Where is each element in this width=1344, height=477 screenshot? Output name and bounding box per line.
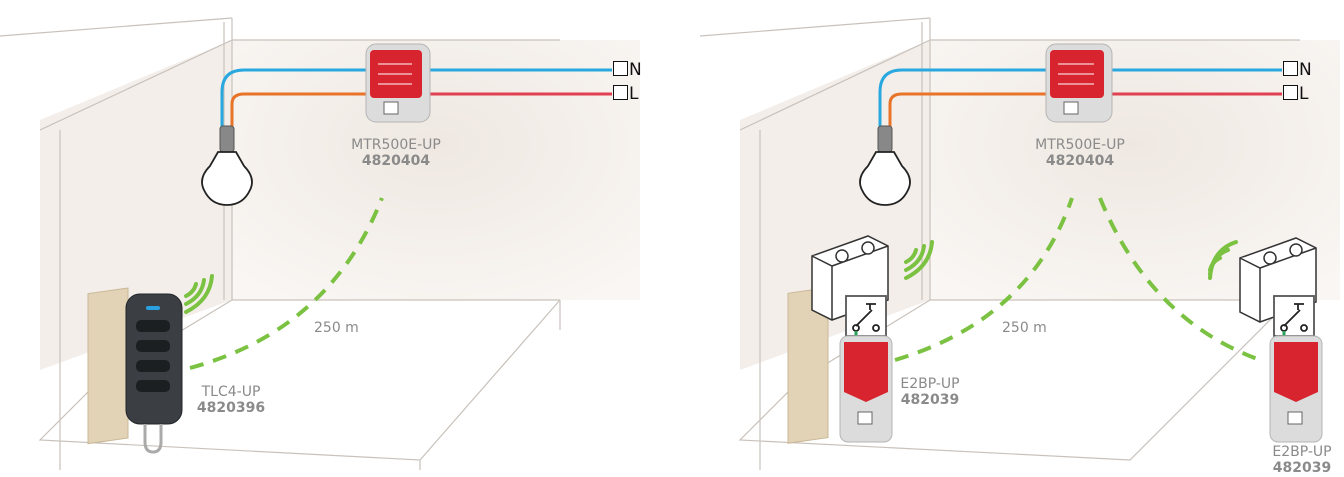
switch-symbol-icon	[846, 296, 886, 340]
transmitter-code: 482039	[888, 392, 972, 408]
transmitter-code: 482039	[1262, 460, 1342, 476]
switch-symbol-icon	[1274, 296, 1314, 340]
terminal-live: L	[613, 85, 638, 102]
transmitter-device	[1270, 336, 1322, 442]
receiver-device	[366, 44, 430, 122]
remote-code: 4820396	[186, 400, 276, 416]
left-door	[88, 288, 128, 444]
distance-label: 250 m	[1002, 320, 1047, 336]
remote-model: TLC4-UP	[186, 384, 276, 400]
terminal-neutral: N	[1283, 61, 1312, 78]
receiver-device	[1046, 44, 1112, 122]
receiver-model: MTR500E-UP	[338, 137, 454, 153]
transmitter-model: E2BP-UP	[888, 376, 972, 392]
terminal-live: L	[1283, 85, 1308, 102]
receiver-label: MTR500E-UP 4820404	[338, 137, 454, 169]
receiver-code: 4820404	[338, 153, 454, 169]
terminal-neutral: N	[613, 61, 642, 78]
transmitter-label: E2BP-UP 482039	[888, 376, 972, 408]
receiver-label: MTR500E-UP 4820404	[1022, 137, 1138, 169]
transmitter-model: E2BP-UP	[1262, 444, 1342, 460]
remote-label: TLC4-UP 4820396	[186, 384, 276, 416]
transmitter-device	[840, 336, 892, 442]
remote-control	[126, 294, 182, 452]
transmitter-label: E2BP-UP 482039	[1262, 444, 1342, 476]
distance-label: 250 m	[314, 320, 359, 336]
receiver-code: 4820404	[1022, 153, 1138, 169]
receiver-model: MTR500E-UP	[1022, 137, 1138, 153]
